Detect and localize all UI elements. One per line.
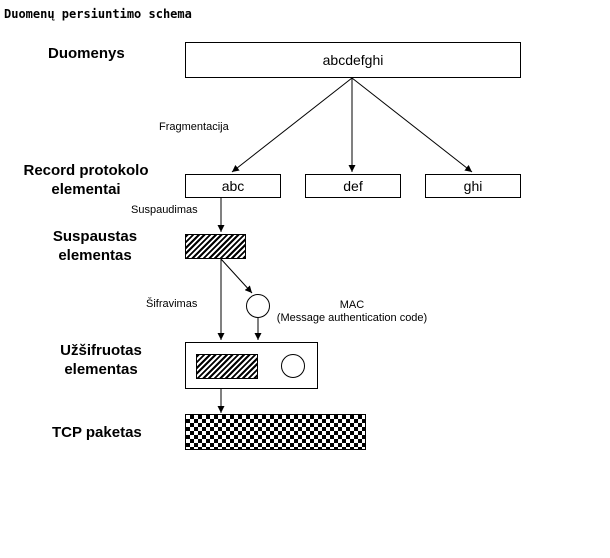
step-label-mac: MAC (Message authentication code) [269, 299, 435, 325]
mac-circle [246, 294, 270, 318]
data-box: abcdefghi [185, 42, 521, 78]
stage-label-compressed-line2: elementas [58, 247, 132, 264]
step-label-mac-line2: (Message authentication code) [276, 312, 428, 324]
stage-label-compressed-line1: Suspaustas [52, 228, 138, 245]
step-label-mac-line1: MAC [339, 299, 365, 311]
stage-label-data: Duomenys [48, 45, 125, 62]
stage-label-compressed: Suspaustas elementas [48, 227, 142, 265]
fragment-box-ghi: ghi [425, 174, 521, 198]
fragment-box-abc: abc [185, 174, 281, 198]
stage-label-tcp: TCP paketas [52, 424, 142, 441]
arrow-to-ghi [351, 77, 473, 173]
page-title: Duomenų persiuntimo schema [4, 7, 192, 21]
encrypted-mac-circle [281, 354, 305, 378]
step-label-fragmentation: Fragmentacija [159, 121, 229, 133]
stage-label-record-line1: Record protokolo [23, 162, 149, 179]
stage-label-encrypted-line2: elementas [64, 361, 138, 378]
step-label-encryption: Šifravimas [146, 298, 198, 310]
tcp-packet-checkered [185, 414, 366, 450]
step-label-compression: Suspaudimas [131, 204, 198, 216]
arrow-to-abc [231, 77, 353, 173]
stage-label-encrypted: Užšifruotas elementas [53, 341, 149, 379]
stage-label-record: Record protokolo elementai [18, 161, 154, 199]
arrow-to-mac [220, 258, 253, 294]
encrypted-data-hatched [196, 354, 258, 379]
stage-label-encrypted-line1: Užšifruotas [60, 342, 142, 359]
stage-label-record-line2: elementai [51, 181, 121, 198]
fragment-box-def: def [305, 174, 401, 198]
compressed-element-hatched [185, 234, 246, 259]
